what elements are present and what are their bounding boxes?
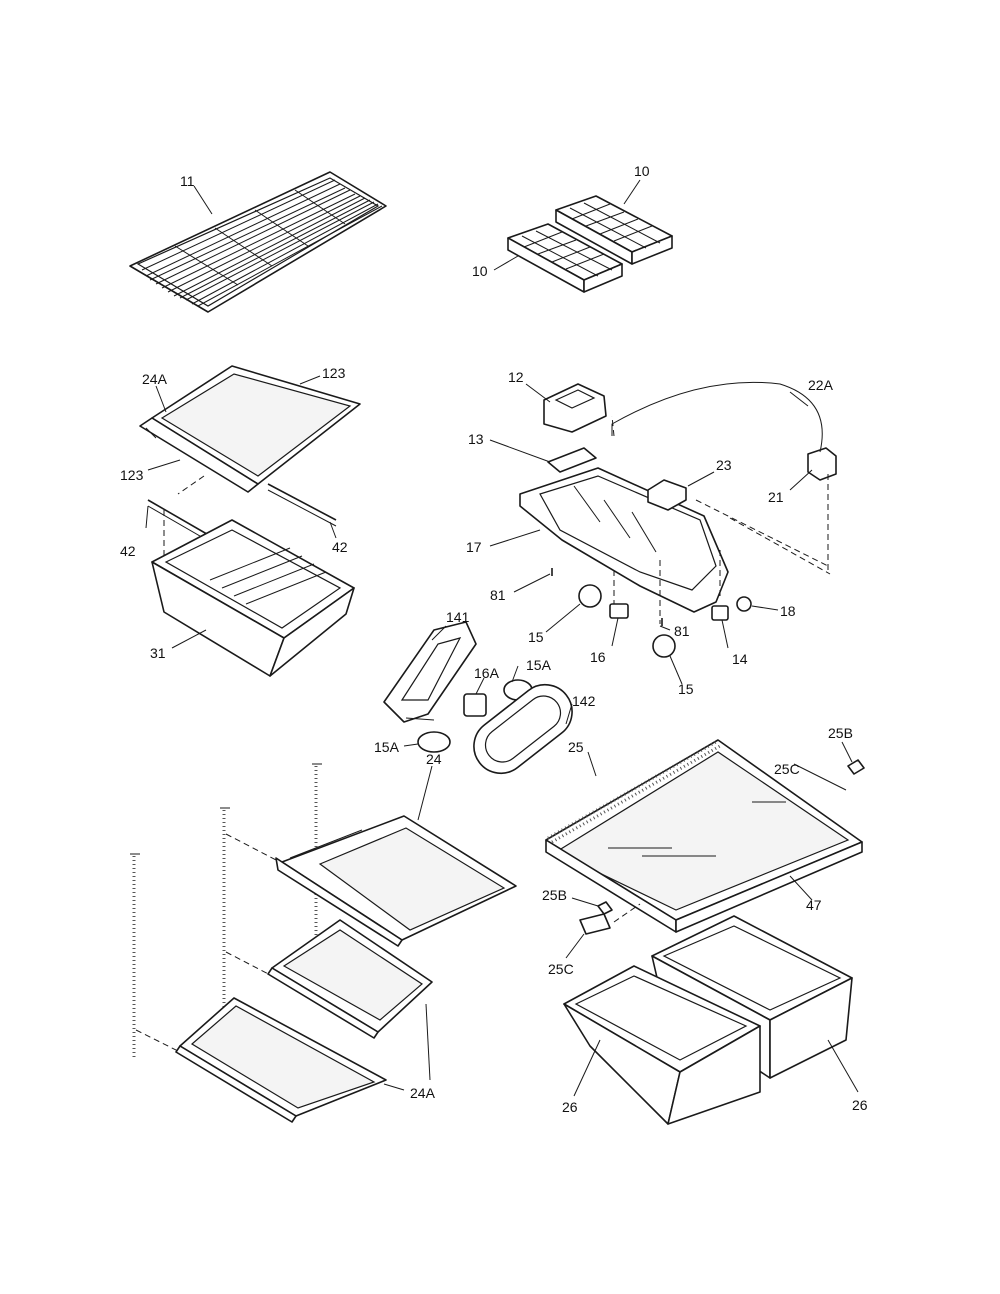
light-switch-12 [543, 383, 607, 433]
callout-10-lower: 10 [472, 263, 488, 279]
callout-25B-top: 25B [828, 725, 853, 741]
callout-31: 31 [150, 645, 166, 661]
callout-15-right: 15 [678, 681, 694, 697]
socket-16A [463, 693, 487, 717]
callout-15-left: 15 [528, 629, 544, 645]
crisper-cover-25 [545, 739, 863, 933]
clip-25B-bottom [597, 901, 613, 915]
callout-21: 21 [768, 489, 784, 505]
crisper-drawer-left [563, 965, 761, 1125]
callout-18: 18 [780, 603, 796, 619]
callout-25C-bottom: 25C [548, 961, 574, 977]
callout-15A-right: 15A [526, 657, 552, 673]
lamp-lens-142 [473, 683, 573, 775]
callout-14: 14 [732, 651, 748, 667]
callout-25: 25 [568, 739, 584, 755]
bulb-15A-left [417, 731, 451, 753]
callout-81-left: 81 [490, 587, 506, 603]
callout-26-right: 26 [852, 1097, 868, 1113]
ice-tray-upper [555, 195, 673, 265]
crisper-drawer-upper [151, 519, 355, 677]
socket-16 [609, 603, 629, 619]
callout-17: 17 [466, 539, 482, 555]
socket-14 [711, 605, 729, 621]
callout-25B-bottom: 25B [542, 887, 567, 903]
ice-tray-lower [507, 223, 623, 293]
callout-16A: 16A [474, 665, 500, 681]
shelf-24A-lower [175, 997, 387, 1123]
callout-47: 47 [806, 897, 822, 913]
lamp-housing-17 [519, 467, 729, 613]
callout-24A-upper: 24A [142, 371, 168, 387]
callout-10-upper: 10 [634, 163, 650, 179]
callout-24A-lower: 24A [410, 1085, 436, 1101]
callout-12: 12 [508, 369, 524, 385]
callout-42-right: 42 [332, 539, 348, 555]
glass-shelf-upper [139, 365, 361, 493]
shelf-24 [275, 815, 517, 947]
callout-16: 16 [590, 649, 606, 665]
callout-24: 24 [426, 751, 442, 767]
bulb-15-right [652, 634, 676, 658]
shelf-rail-right [267, 483, 337, 527]
callout-123-upper: 123 [322, 365, 346, 381]
callout-42-left: 42 [120, 543, 136, 559]
callout-26-left: 26 [562, 1099, 578, 1115]
callout-25C-top: 25C [774, 761, 800, 777]
callout-22A: 22A [808, 377, 834, 393]
bracket-13 [547, 447, 597, 473]
connector-21 [807, 447, 837, 481]
lamp-cover-141 [383, 621, 477, 723]
callout-142: 142 [572, 693, 596, 709]
callout-15A-left: 15A [374, 739, 400, 755]
bracket-25B-top [847, 759, 865, 775]
bracket-25C-bottom [579, 913, 611, 935]
callout-13: 13 [468, 431, 484, 447]
wire-harness-22A [611, 381, 823, 453]
callout-123-lower: 123 [120, 467, 144, 483]
callout-23: 23 [716, 457, 732, 473]
wire-shelf [129, 171, 387, 313]
callout-81-right: 81 [674, 623, 690, 639]
shelf-24A-middle [267, 919, 433, 1039]
clip-18 [736, 596, 752, 612]
bulb-15-left [578, 584, 602, 608]
callout-11: 11 [180, 173, 195, 189]
callout-141: 141 [446, 609, 470, 625]
control-23 [647, 479, 687, 511]
